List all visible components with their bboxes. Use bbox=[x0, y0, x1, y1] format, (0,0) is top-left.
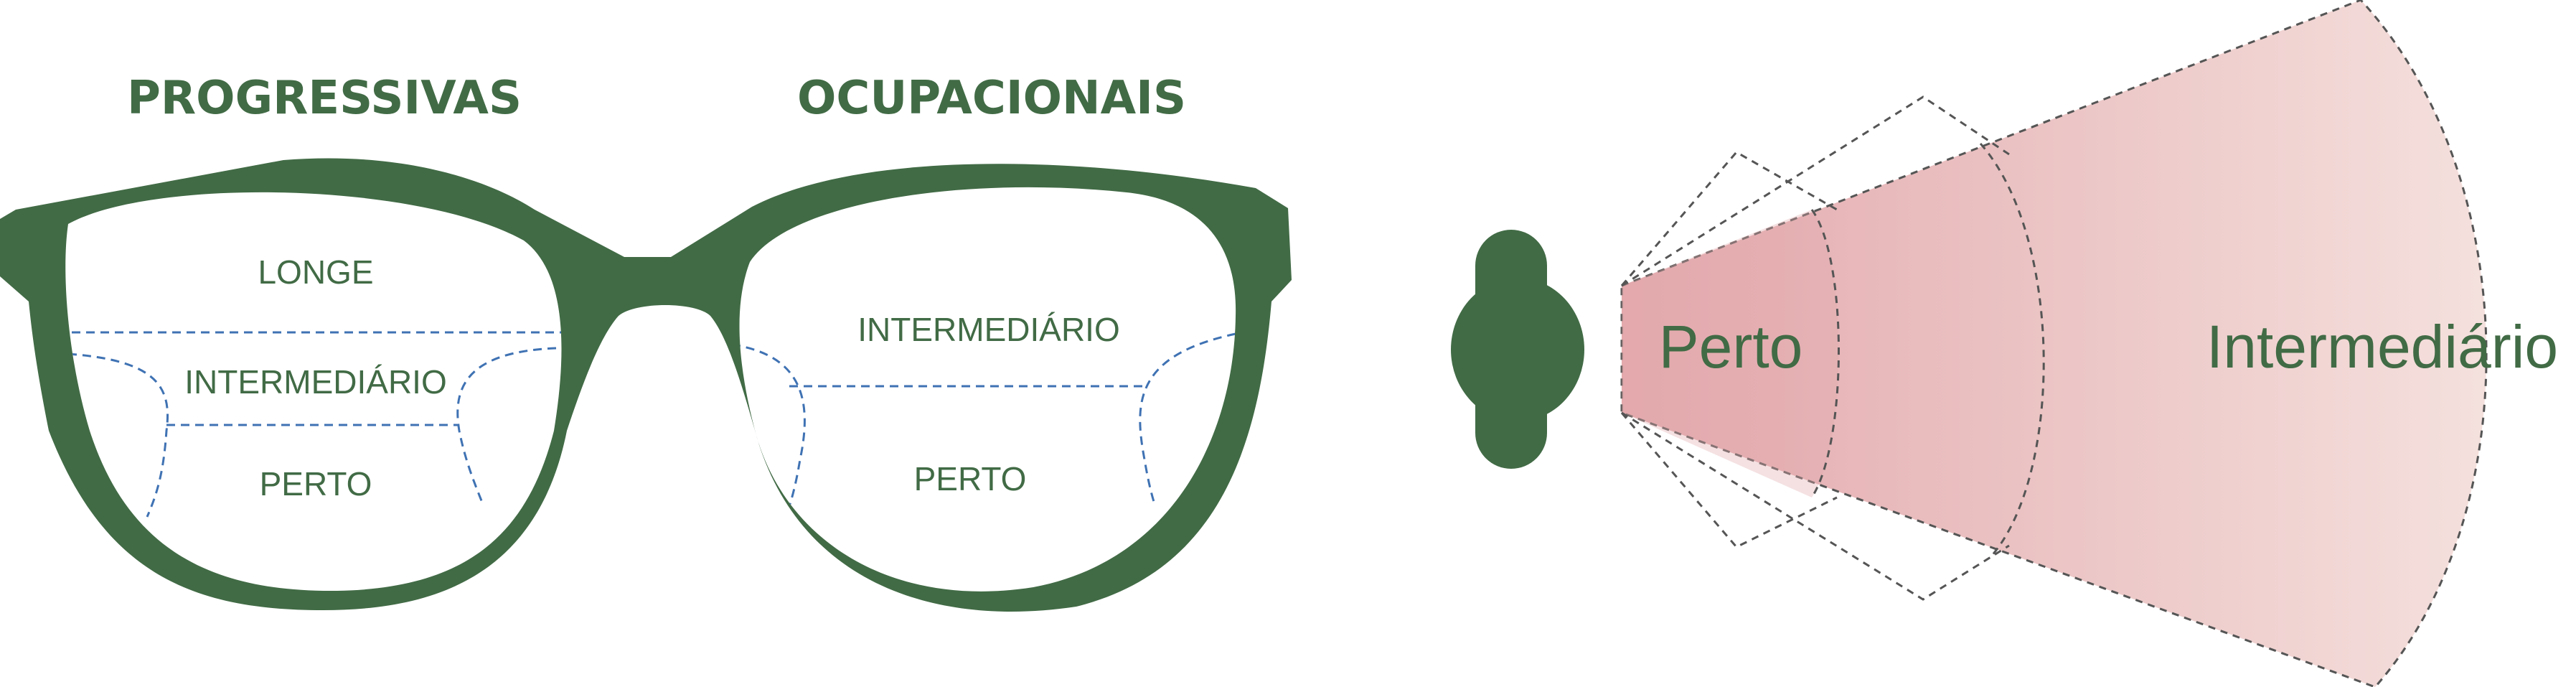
ear-top bbox=[1475, 230, 1547, 330]
progressive-far-label: LONGE bbox=[258, 253, 373, 291]
near-range-arc bbox=[1810, 209, 1840, 498]
wide-near-field-outline bbox=[1620, 151, 1838, 548]
intermediate-range-arc bbox=[1979, 143, 2045, 557]
progressive-lens-zones bbox=[65, 331, 562, 518]
heading-progressive: PROGRESSIVAS bbox=[127, 72, 522, 125]
occ-left-blur-zone-boundary bbox=[739, 343, 806, 507]
occupational-intermediate-label: INTERMEDIÁRIO bbox=[857, 311, 1119, 348]
vision-intermediate-label: Intermediário bbox=[2206, 313, 2558, 380]
vision-field-intermediate-cone bbox=[1620, 0, 2488, 687]
frame-body bbox=[0, 158, 1292, 612]
vision-near-label: Perto bbox=[1659, 313, 1803, 380]
wide-intermediate-field-outline bbox=[1621, 95, 2010, 601]
head-icon bbox=[1451, 230, 1584, 469]
progressive-intermediate-label: INTERMEDIÁRIO bbox=[184, 363, 446, 401]
left-blur-zone-boundary bbox=[67, 352, 169, 518]
glasses-frame bbox=[0, 158, 1292, 612]
heading-occupational: OCUPACIONAIS bbox=[797, 72, 1186, 125]
ear-bottom bbox=[1475, 366, 1547, 469]
occupational-lens-zones bbox=[739, 332, 1236, 507]
vision-field-near-cone bbox=[1622, 210, 1839, 497]
occupational-near-label: PERTO bbox=[914, 460, 1027, 497]
occ-right-blur-zone-boundary bbox=[1139, 332, 1236, 507]
progressive-near-label: PERTO bbox=[260, 465, 372, 503]
vision-field bbox=[1620, 0, 2488, 687]
